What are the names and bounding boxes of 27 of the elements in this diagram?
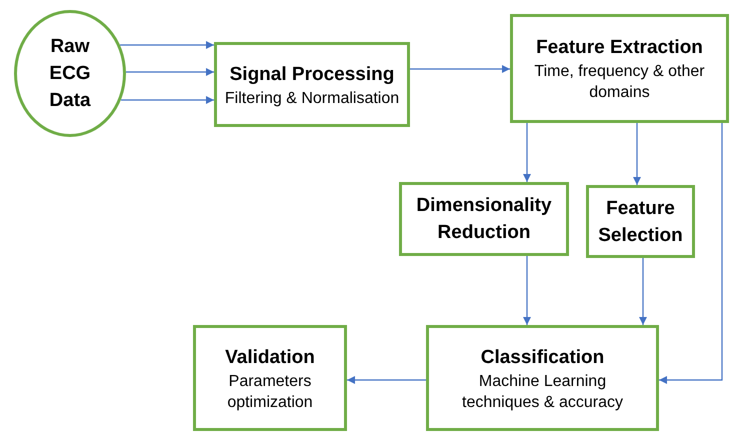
arrow	[126, 68, 214, 76]
arrow	[639, 258, 647, 325]
process-box	[193, 325, 347, 431]
step-description: Machine Learning techniques & accuracy	[461, 372, 624, 412]
step-title: Feature Extraction	[536, 36, 703, 60]
process-box	[510, 14, 729, 123]
step-title: Classification	[480, 346, 604, 370]
step-description: Parameters optimization	[226, 372, 314, 412]
arrow	[120, 96, 214, 104]
step-title: Validation	[225, 346, 315, 370]
arrow	[659, 123, 723, 384]
arrow	[120, 41, 214, 49]
step-title: Feature Selection	[597, 196, 684, 248]
arrow	[410, 65, 510, 73]
process-box	[399, 182, 569, 256]
step-description: Filtering & Normalisation	[224, 88, 400, 108]
step-description: Time, frequency & other domains	[533, 62, 706, 103]
process-box	[426, 325, 659, 431]
arrow	[523, 256, 531, 325]
step-title: Raw ECG Data	[48, 35, 92, 113]
process-box	[214, 42, 410, 127]
arrow	[633, 123, 641, 185]
step-title: Signal Processing	[230, 62, 394, 86]
process-box	[586, 185, 695, 258]
arrow	[347, 376, 426, 384]
arrow	[523, 123, 531, 182]
step-title: Dimensionality Reduction	[415, 194, 553, 245]
